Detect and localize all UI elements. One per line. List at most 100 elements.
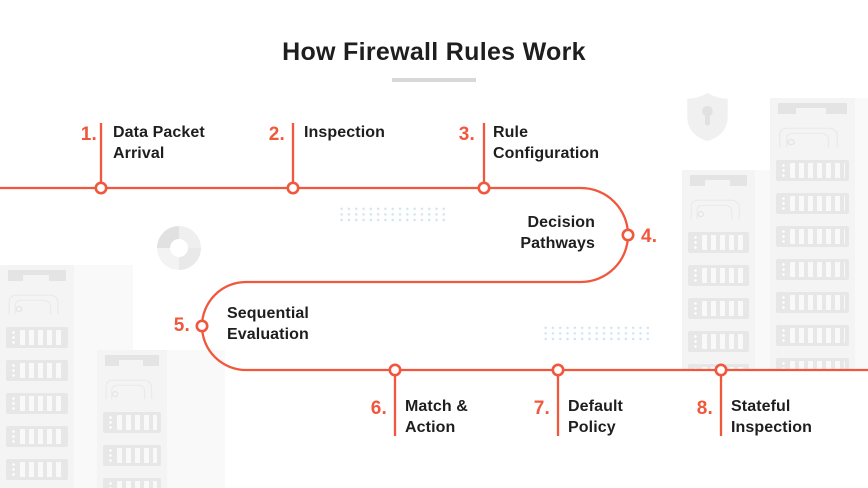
server-rack-side-panel (167, 350, 225, 488)
step-7-node (551, 363, 565, 377)
rack-server-unit (688, 331, 749, 352)
rack-cables (777, 126, 848, 148)
rack-vent-slats (20, 363, 64, 378)
rack-server-unit (776, 259, 849, 280)
dot-grid-pattern (542, 325, 652, 342)
rack-vent-slats (702, 301, 745, 316)
rack-server-unit (688, 298, 749, 319)
rack-server-unit (688, 265, 749, 286)
rack-led-dots (780, 328, 787, 343)
rack-vent-slats (790, 196, 845, 211)
step-2-label: Inspection (304, 124, 386, 141)
step-3-node (477, 181, 491, 195)
rack-server-unit (776, 160, 849, 181)
rack-server-unit (776, 226, 849, 247)
rack-server-unit (6, 426, 68, 447)
rack-cables (104, 378, 160, 400)
donut-ring-icon (157, 226, 201, 270)
rack-led-dots (10, 462, 17, 477)
rack-server-unit (776, 193, 849, 214)
rack-vent-slats (790, 328, 845, 343)
shield-lock-icon (685, 92, 730, 142)
rack-led-dots (10, 429, 17, 444)
rack-server-unit (103, 412, 161, 433)
rack-server-unit (776, 325, 849, 346)
rack-server-unit (776, 292, 849, 313)
rack-led-dots (107, 481, 114, 488)
step-1-number: 1. (80, 124, 97, 145)
rack-vent-slats (790, 295, 845, 310)
rack-handle (105, 355, 159, 366)
rack-cables (7, 293, 67, 315)
step-8-node (714, 363, 728, 377)
dot-grid-pattern (338, 206, 450, 223)
rack-led-dots (107, 415, 114, 430)
server-rack-illustration (0, 265, 74, 488)
rack-vent-slats (20, 429, 64, 444)
rack-vent-slats (790, 229, 845, 244)
rack-cables (689, 198, 748, 220)
rack-server-unit (776, 358, 849, 371)
rack-led-dots (107, 448, 114, 463)
server-rack-illustration (770, 98, 855, 371)
rack-handle (690, 175, 747, 186)
step-4-node (621, 228, 635, 242)
step-6-number: 6. (370, 398, 387, 419)
rack-led-dots (10, 330, 17, 345)
step-4-number: 4. (641, 226, 658, 247)
server-rack-side-panel (755, 170, 770, 371)
rack-vent-slats (117, 448, 157, 463)
server-rack-illustration (97, 350, 167, 488)
flow-path (0, 186, 868, 372)
step-6-label: Match &Action (405, 398, 468, 436)
rack-server-unit (688, 232, 749, 253)
rack-handle (8, 270, 66, 281)
rack-vent-slats (790, 361, 845, 371)
rack-vent-slats (20, 396, 64, 411)
step-8-number: 8. (696, 398, 713, 419)
rack-vent-slats (702, 235, 745, 250)
rack-server-unit (6, 459, 68, 480)
rack-server-unit (6, 393, 68, 414)
rack-server-unit (103, 445, 161, 466)
rack-led-dots (692, 301, 699, 316)
step-2-number: 2. (268, 124, 285, 145)
rack-led-dots (780, 163, 787, 178)
rack-led-dots (780, 196, 787, 211)
step-6-node (388, 363, 402, 377)
rack-handle (778, 103, 847, 114)
title-underline (392, 78, 476, 82)
rack-led-dots (10, 396, 17, 411)
rack-server-unit (6, 327, 68, 348)
rack-vent-slats (117, 481, 157, 488)
step-5-node (195, 319, 209, 333)
rack-server-unit (103, 478, 161, 488)
server-rack-side-panel (855, 98, 868, 371)
rack-vent-slats (790, 163, 845, 178)
step-2-node (286, 181, 300, 195)
rack-led-dots (692, 268, 699, 283)
rack-led-dots (692, 235, 699, 250)
rack-vent-slats (117, 415, 157, 430)
rack-led-dots (692, 334, 699, 349)
rack-vent-slats (20, 462, 64, 477)
step-5-number: 5. (173, 315, 190, 336)
step-7-number: 7. (533, 398, 550, 419)
step-1-node (94, 181, 108, 195)
rack-server-unit (6, 360, 68, 381)
rack-vent-slats (702, 334, 745, 349)
rack-led-dots (10, 363, 17, 378)
rack-led-dots (780, 229, 787, 244)
rack-vent-slats (790, 262, 845, 277)
page-title: How Firewall Rules Work (282, 38, 586, 66)
rack-led-dots (780, 361, 787, 371)
rack-vent-slats (702, 268, 745, 283)
